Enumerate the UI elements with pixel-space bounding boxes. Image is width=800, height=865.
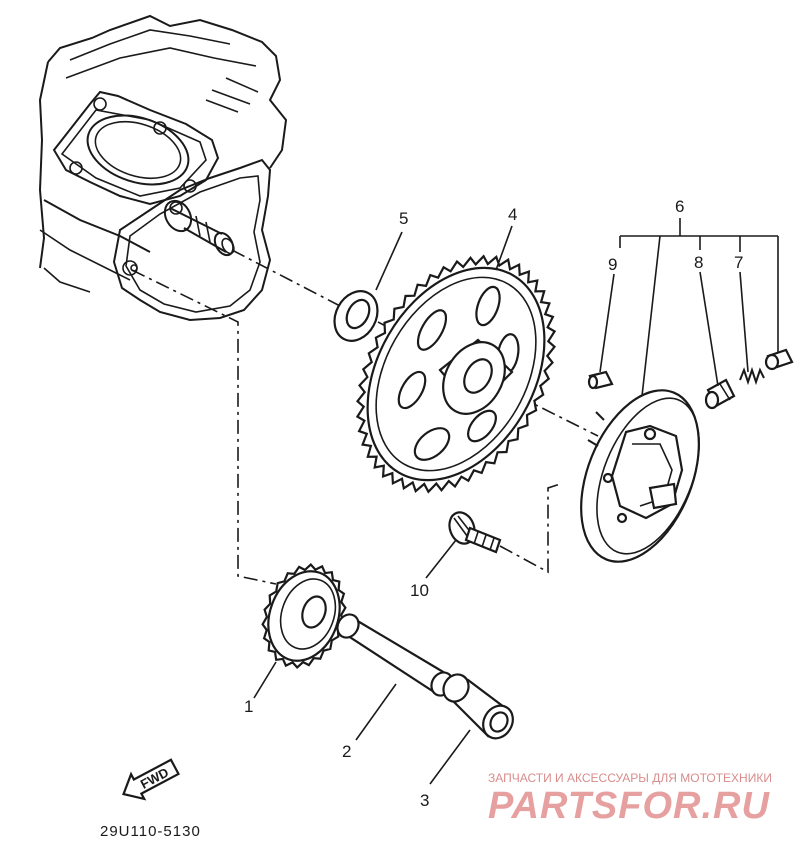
callout-5: 5: [399, 209, 408, 228]
spring-cap: [764, 348, 794, 371]
callout-6: 6: [675, 197, 684, 216]
callout-7: 7: [734, 253, 743, 272]
part-5-washer: [333, 290, 379, 342]
watermark-tagline: ЗАПЧАСТИ И АКСЕССУАРЫ ДЛЯ МОТОТЕХНИКИ: [488, 771, 772, 785]
callout-3: 3: [420, 791, 429, 810]
forward-direction-arrow: FWD: [122, 758, 180, 801]
part-4-idler-gear: [355, 254, 557, 494]
callout-2: 2: [342, 742, 351, 761]
callout-10: 10: [410, 581, 429, 600]
callout-1: 1: [244, 697, 253, 716]
callout-8: 8: [694, 253, 703, 272]
callout-4: 4: [508, 205, 517, 224]
callout-9: 9: [608, 255, 617, 274]
engine-crankcase: [38, 14, 288, 322]
part-8-plunger: [704, 378, 736, 410]
part-9-roller: [587, 370, 614, 390]
diagram-code: 29U110-5130: [100, 823, 201, 840]
watermark: ЗАПЧАСТИ И АКСЕССУАРЫ ДЛЯ МОТОТЕХНИКИ PA…: [488, 771, 772, 827]
part-1-small-gear: [261, 563, 347, 669]
part-6-starter-clutch: [580, 389, 700, 563]
part-10-bolt: [448, 511, 502, 554]
leader-lines: [253, 218, 779, 785]
watermark-logo: PARTSFOR.RU: [488, 785, 770, 827]
part-3-bushing: [442, 673, 514, 740]
callout-labels: 5 4 6 9 8 7 10 1 2 3: [244, 197, 743, 810]
part-7-spring: [739, 366, 765, 386]
